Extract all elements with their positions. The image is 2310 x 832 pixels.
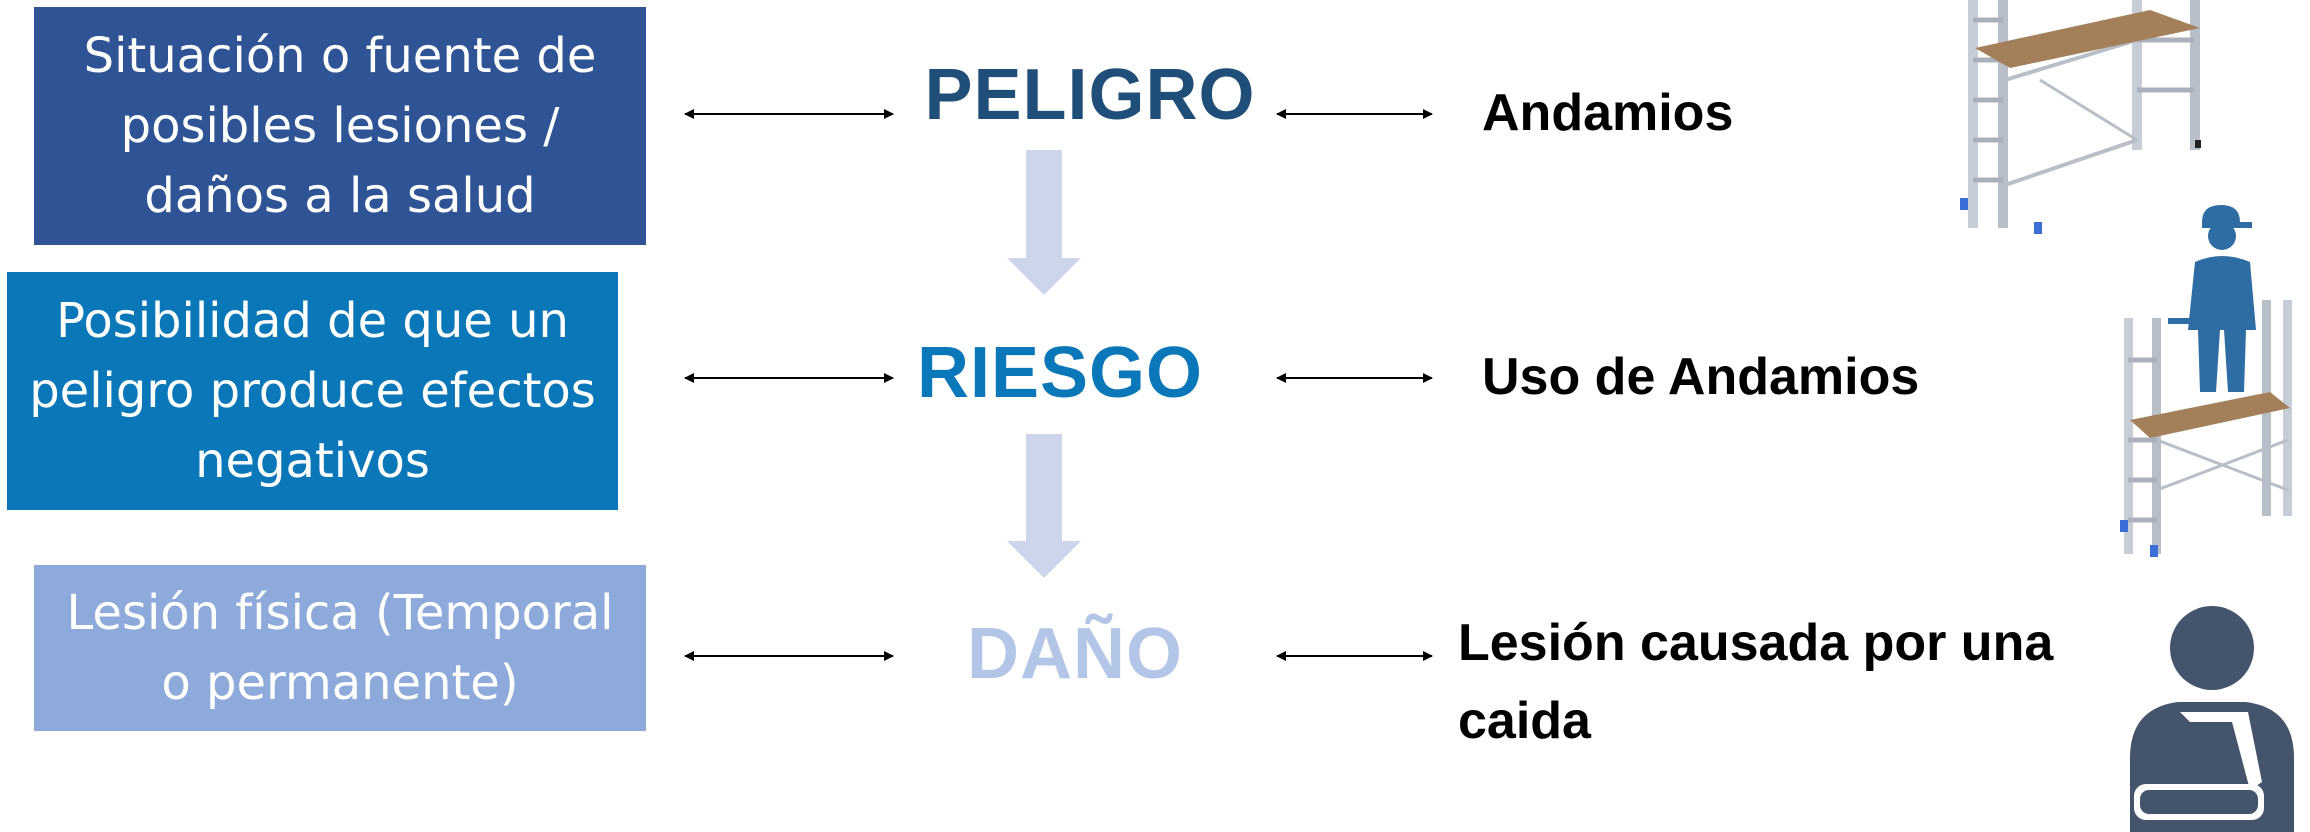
definition-box-dano: Lesión física (Temporal o permanente) — [34, 565, 646, 731]
term-riesgo: RIESGO — [916, 333, 1204, 413]
down-arrow-1 — [1007, 150, 1081, 295]
term-dano: DAÑO — [967, 614, 1183, 694]
definition-box-peligro: Situación o fuente de posibles lesiones … — [34, 7, 646, 245]
definition-text-dano: Lesión física (Temporal o permanente) — [66, 585, 614, 711]
definition-text-riesgo: Posibilidad de que un peligro produce ef… — [29, 293, 596, 489]
definition-box-riesgo: Posibilidad de que un peligro produce ef… — [7, 272, 618, 510]
example-peligro: Andamios — [1482, 84, 1734, 142]
definition-text-peligro: Situación o fuente de posibles lesiones … — [83, 28, 597, 224]
example-dano: Lesión causada por una caida — [1458, 614, 2054, 750]
term-peligro: PELIGRO — [924, 55, 1256, 135]
scaffold-icon — [1960, 0, 2201, 234]
injured-person-sling-icon — [2130, 606, 2294, 832]
down-arrow-2 — [1007, 434, 1081, 578]
worker-on-scaffold-icon — [2120, 205, 2292, 557]
example-riesgo: Uso de Andamios — [1482, 348, 1920, 406]
